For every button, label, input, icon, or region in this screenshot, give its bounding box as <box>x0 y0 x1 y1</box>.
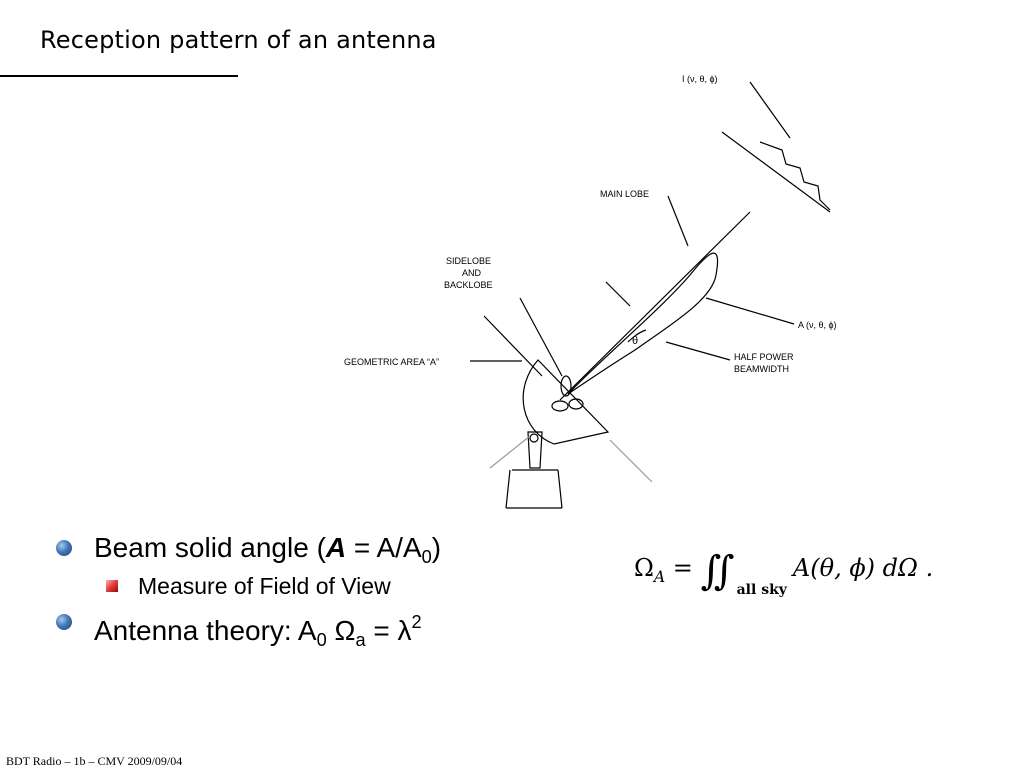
main-lobe-pointer <box>667 195 689 247</box>
incoming-wave <box>759 141 831 211</box>
slide-footer: BDT Radio – 1b – CMV 2009/09/04 <box>6 754 183 768</box>
b1-prefix: Beam solid angle ( <box>94 532 326 563</box>
hpbw-pointer <box>665 341 731 361</box>
intensity-label: I (ν, θ, ϕ) <box>682 74 718 84</box>
mount-pivot <box>529 433 539 443</box>
hpbw-label-1: HALF POWER <box>734 352 794 362</box>
slide-title: Reception pattern of an antenna <box>40 26 437 54</box>
b1-suffix: ) <box>431 532 442 563</box>
sub-bullet-icon <box>106 580 118 592</box>
bullet-icon <box>56 540 72 556</box>
sidelobe-pointer-1 <box>519 297 563 377</box>
theta-arc <box>627 329 647 343</box>
formula-equals: = <box>665 554 701 582</box>
intensity-arrow <box>749 81 791 139</box>
ground-line-left <box>489 435 531 469</box>
formula-integrand: A(θ, ϕ) dΩ . <box>792 554 934 582</box>
sidelobe-2 <box>551 400 569 412</box>
b2-suba: a <box>355 630 366 650</box>
bullet-beam-solid-angle: Beam solid angle (A = A/A0) <box>56 528 616 570</box>
pattern-label: A (ν, θ, ϕ) <box>798 320 837 330</box>
incoming-line <box>721 131 831 213</box>
sidelobe-label-1: SIDELOBE <box>446 256 491 266</box>
sub-bullet-field-of-view: Measure of Field of View <box>56 570 616 602</box>
formula-lhs: Ω <box>634 554 654 582</box>
bullet-list: Beam solid angle (A = A/A0) Measure of F… <box>56 528 616 650</box>
formula-integral: ∬ <box>700 548 735 594</box>
sidelobe-pointer-2 <box>483 315 543 377</box>
theta-label: θ <box>632 335 638 347</box>
bullet-icon <box>56 614 72 630</box>
b1-symbol: A <box>325 532 347 563</box>
b2-omega: Ω <box>326 615 356 646</box>
main-lobe <box>567 252 719 395</box>
main-lobe-label: MAIN LOBE <box>600 189 649 199</box>
antenna-mount <box>505 431 563 509</box>
hpbw-label-2: BEAMWIDTH <box>734 364 789 374</box>
sidelobe-1 <box>560 375 572 397</box>
bullet-antenna-theory: Antenna theory: A0 Ωa = λ2 <box>56 602 616 650</box>
formula-lhs-sub: A <box>653 568 666 586</box>
beam-edge-pointer <box>605 281 631 307</box>
sidelobe-label-3: BACKLOBE <box>444 280 493 290</box>
b1-sub: 0 <box>421 547 432 567</box>
ground-line-right <box>609 439 653 483</box>
b2-eq: = λ <box>365 615 412 646</box>
pattern-pointer <box>705 297 795 325</box>
title-rule <box>0 75 238 77</box>
b2-sup: 2 <box>411 612 422 632</box>
b1-sub-text: Measure of Field of View <box>138 573 391 599</box>
sidelobe-label-2: AND <box>462 268 482 278</box>
beam-axis <box>559 211 751 401</box>
b2-prefix: Antenna theory: A <box>94 615 317 646</box>
beam-solid-angle-formula: ΩA = ∬all sky A(θ, ϕ) dΩ . <box>634 548 933 598</box>
dish <box>522 359 610 445</box>
geometric-area-label: GEOMETRIC AREA “A” <box>344 357 439 367</box>
b2-sub0: 0 <box>316 630 327 650</box>
formula-limits: all sky <box>736 582 787 598</box>
b1-mid: = A/A <box>346 532 422 563</box>
antenna-diagram: I (ν, θ, ϕ) MAIN LOBE SIDELOBE AND BACKL… <box>344 74 837 509</box>
